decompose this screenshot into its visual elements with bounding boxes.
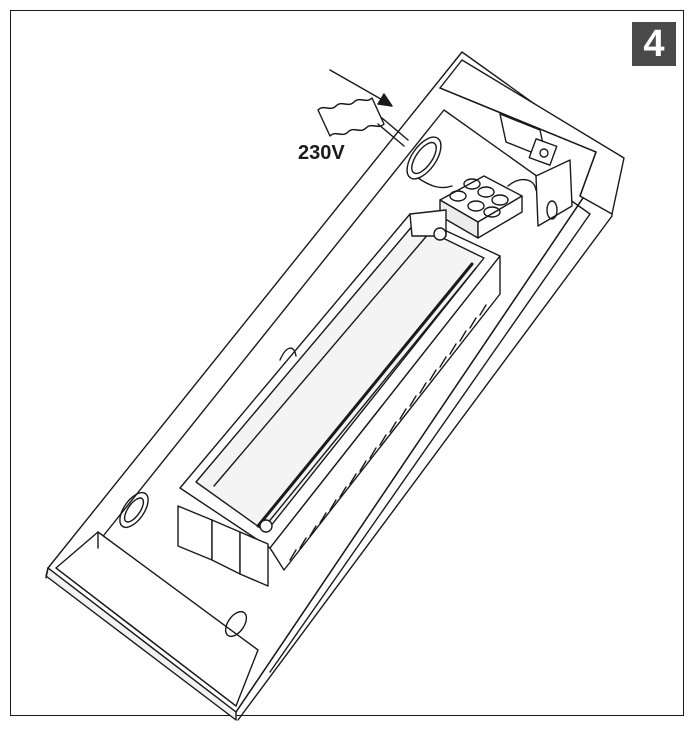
cable-grommet-icon [119,136,442,638]
figure-frame [10,10,684,716]
switch-block [499,113,573,227]
terminal-block-icon [417,175,537,239]
insertion-arrow-icon [329,69,393,107]
heatsink-icon [177,209,501,587]
power-cable [317,97,409,147]
step-number-badge: 4 [632,22,676,66]
voltage-label: 230V [298,142,345,164]
